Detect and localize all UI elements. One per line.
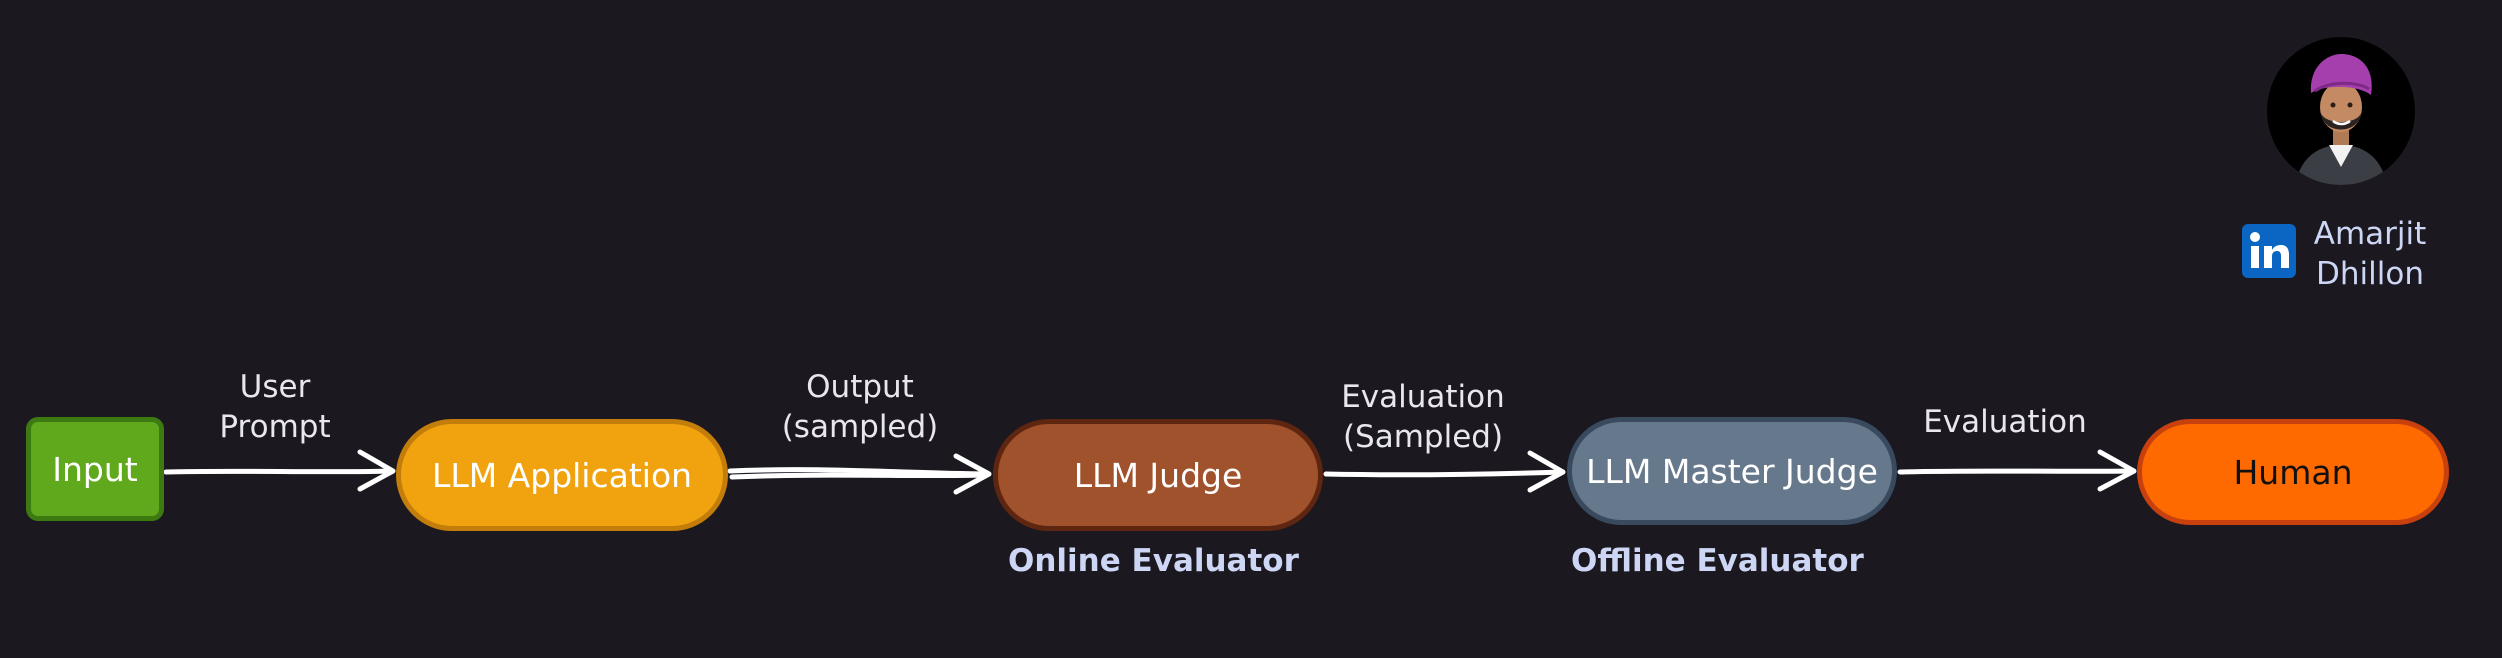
author-name[interactable]: Amarjit Dhillon — [2300, 214, 2440, 294]
input-node: Input — [26, 417, 164, 521]
llm-judge-node: LLM Judge — [993, 419, 1323, 531]
human-node: Human — [2137, 419, 2449, 525]
llm-master-judge-node: LLM Master Judge — [1567, 417, 1897, 525]
author-first-name: Amarjit — [2313, 216, 2427, 252]
edge-label-user-prompt: User Prompt — [219, 369, 331, 445]
edge-label-evaluation: Evaluation — [1923, 404, 2087, 440]
arrow-input-to-app — [163, 449, 396, 492]
offline-evaluator-label: Offline Evaluator — [1571, 543, 1864, 579]
llm-application-node: LLM Application — [396, 419, 728, 531]
arrow-judge-to-master — [1323, 450, 1566, 493]
arrow-app-to-judge — [727, 453, 992, 495]
edge-label-output-sampled: Output (sampled) — [781, 369, 939, 445]
avatar — [2267, 37, 2415, 185]
linkedin-icon[interactable] — [2242, 224, 2296, 278]
arrow-master-to-human — [1897, 449, 2137, 492]
edge-label-evaluation-sampled: Evaluation (Sampled) — [1341, 379, 1505, 455]
author-last-name: Dhillon — [2316, 256, 2424, 292]
online-evaluator-label: Online Evaluator — [1008, 543, 1299, 579]
